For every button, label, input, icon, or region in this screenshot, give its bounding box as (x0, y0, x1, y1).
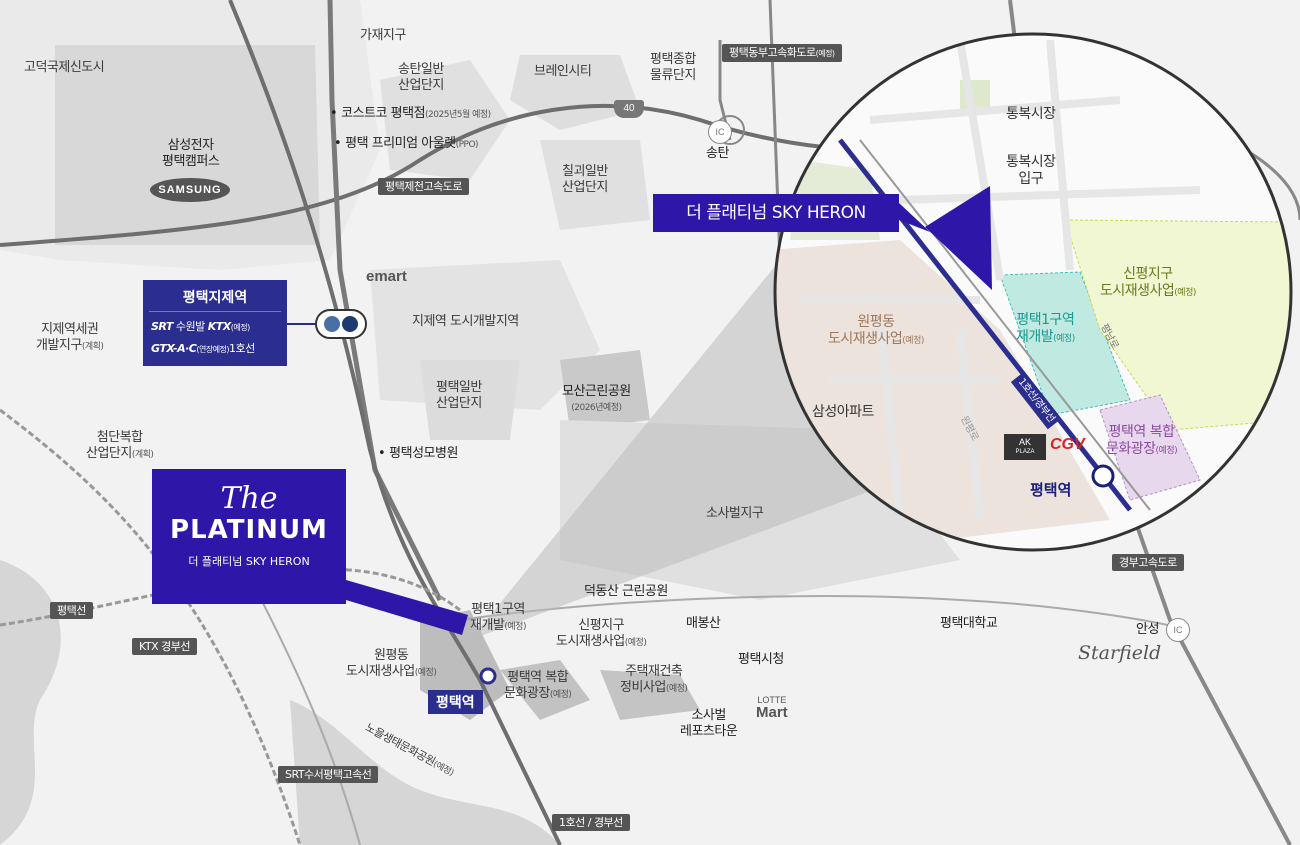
inset-pt1-area (999, 271, 1131, 416)
platinum-the: The (220, 481, 278, 516)
inset-tongbok-market: 통복시장 (1006, 106, 1056, 122)
label-brain-city: 브레인시티 (534, 64, 592, 79)
songtan-ic-icon: IC (708, 120, 732, 144)
platinum-brand-box: The PLATINUM 더 플래티넘 SKY HERON (152, 469, 346, 604)
platinum-name: PLATINUM (170, 515, 328, 545)
inset-callout: 더 플래티넘 SKY HERON (653, 194, 899, 232)
label-maebongsan: 매봉산 (686, 616, 721, 631)
inset-station-marker (1091, 464, 1115, 488)
pt-station-label: 평택역 (428, 690, 483, 714)
river-south (290, 700, 560, 845)
platinum-subtitle: 더 플래티넘 SKY HERON (188, 555, 310, 568)
label-godeok: 고덕국제신도시 (24, 60, 105, 75)
starfield-logo: Starfield (1078, 642, 1162, 664)
samsung-campus-area (55, 45, 320, 245)
rail-line-north (327, 0, 443, 602)
label-mosan-park: 모산근린공원(2026년예정) (562, 384, 631, 413)
poi-hospital: 평택성모병원 (378, 446, 458, 462)
label-university: 평택대학교 (940, 616, 998, 631)
inset-station-label: 평택역 (1030, 481, 1072, 499)
tag-jecheon-hwy: 평택제천고속도로 (378, 178, 469, 195)
tag-line1: 1호선 / 경부선 (552, 814, 630, 831)
river-west (0, 560, 61, 845)
platinum-pointer (346, 580, 468, 635)
label-anseong: 안성 (1136, 622, 1159, 637)
mosan-park-area (560, 350, 650, 430)
inset-samsung-apt: 삼성아파트 (812, 404, 874, 420)
jije-row-gtx: GTX-A·C(연장예정)1호선 (151, 342, 255, 355)
chilgoe-area (540, 140, 650, 230)
label-songtan: 송탄 (706, 146, 729, 161)
tag-gyeongbu: 경부고속도로 (1112, 554, 1184, 571)
tag-ktx: KTX 경부선 (132, 638, 197, 655)
cgv-logo: CGV (1050, 436, 1085, 453)
tag-east-hwy: 평택동부고속화도로(예정) (722, 44, 842, 62)
inset-building-marker (925, 186, 992, 290)
emart-logo: emart (366, 268, 407, 285)
poi-costco: 코스트코 평택점(2025년5월 예정) (330, 106, 491, 123)
jije-row-srt: SRT 수원발 KTX(예정) (151, 320, 250, 333)
pt-station-marker (479, 667, 497, 685)
jecheon-hwy-line (0, 103, 881, 247)
poi-outlet: 평택 프리미엄 아울렛(PPO) (334, 136, 478, 153)
tag-pt-line: 평택선 (50, 602, 93, 619)
inset-sinpyeong-area (1064, 219, 1291, 431)
anseong-ic-icon: IC (1166, 618, 1190, 642)
jije-station-box: 평택지제역 SRT 수원발 KTX(예정) GTX-A·C(연장예정)1호선 (143, 280, 287, 366)
jije-station-title: 평택지제역 (149, 280, 281, 312)
label-sosabeol: 소사벌지구 (706, 506, 764, 521)
label-city-hall: 평택시청 (738, 652, 784, 667)
inset-plaza-area (1099, 394, 1201, 501)
tag-srt: SRT수서평택고속선 (278, 766, 379, 783)
hwy-40-shield: 40 (614, 100, 644, 118)
samsung-logo: SAMSUNG (150, 178, 230, 202)
inset-border (773, 32, 1293, 552)
plaza-area (500, 660, 590, 720)
pt-ind-area (420, 360, 520, 440)
label-deokdongsan: 덕동산 근린공원 (584, 584, 668, 599)
housing-area (600, 670, 700, 720)
label-jije-city: 지제역 도시개발지역 (412, 314, 519, 329)
label-gajae: 가재지구 (360, 28, 406, 43)
east-west-road (459, 595, 1191, 631)
